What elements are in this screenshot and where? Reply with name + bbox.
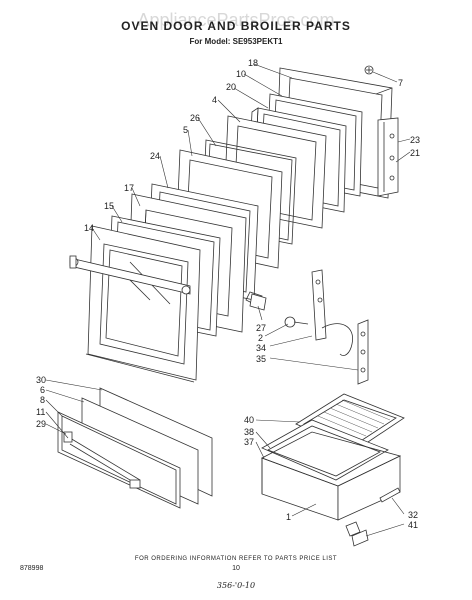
watermark: AppliancePartsPros.com — [137, 10, 334, 30]
part-2-bolt — [284, 316, 309, 328]
door-handle — [69, 255, 191, 295]
callout-38: 38 — [244, 427, 254, 437]
callout-34: 34 — [256, 343, 266, 353]
part-8-drawer-front — [57, 411, 181, 509]
callout-8: 8 — [40, 395, 45, 405]
callout-17: 17 — [124, 183, 134, 193]
callout-14: 14 — [84, 223, 94, 233]
part-32-rail — [379, 487, 401, 503]
handwritten-note: 356-'0-10 — [217, 581, 255, 590]
callout-18: 18 — [248, 58, 258, 68]
part-40-broiler-grid — [295, 393, 405, 451]
callout-24: 24 — [150, 151, 160, 161]
part-7-screw — [364, 65, 374, 75]
callout-41: 41 — [408, 520, 418, 530]
callout-35: 35 — [256, 354, 266, 364]
ordering-note: FOR ORDERING INFORMATION REFER TO PARTS … — [135, 556, 337, 562]
part-38-broiler-pan — [261, 419, 389, 481]
callout-6: 6 — [40, 385, 45, 395]
callout-15: 15 — [104, 201, 114, 211]
callout-labels: 18 10 7 20 4 26 5 23 21 24 17 15 14 27 2… — [36, 58, 420, 530]
callout-40: 40 — [244, 415, 254, 425]
part-14-outer-door — [85, 225, 201, 383]
callout-1: 1 — [286, 512, 291, 522]
part-27-bracket — [249, 293, 267, 311]
callout-37: 37 — [244, 437, 254, 447]
leader-lines — [45, 63, 411, 537]
callout-30: 30 — [36, 375, 46, 385]
callout-2: 2 — [258, 333, 263, 343]
part-41-clip — [345, 521, 369, 547]
callout-10: 10 — [236, 69, 246, 79]
callout-26: 26 — [190, 113, 200, 123]
page-number: 10 — [232, 565, 240, 572]
model-subtitle: For Model: SE953PEKT1 — [190, 37, 283, 46]
callout-7: 7 — [398, 78, 403, 88]
callout-11: 11 — [36, 407, 45, 417]
callout-5: 5 — [183, 125, 188, 135]
page-title: OVEN DOOR AND BROILER PARTS — [121, 19, 351, 33]
callout-20: 20 — [226, 82, 236, 92]
part-29-drawer-handle — [63, 431, 141, 489]
callout-32: 32 — [408, 510, 418, 520]
callout-21: 21 — [410, 148, 420, 158]
part-34-hinge-arm — [311, 269, 353, 356]
callout-23: 23 — [410, 135, 420, 145]
callout-27: 27 — [256, 323, 266, 333]
callout-4: 4 — [212, 95, 217, 105]
doc-number: 878998 — [20, 565, 43, 572]
callout-29: 29 — [36, 419, 46, 429]
part-35-hinge-receiver — [357, 319, 369, 385]
